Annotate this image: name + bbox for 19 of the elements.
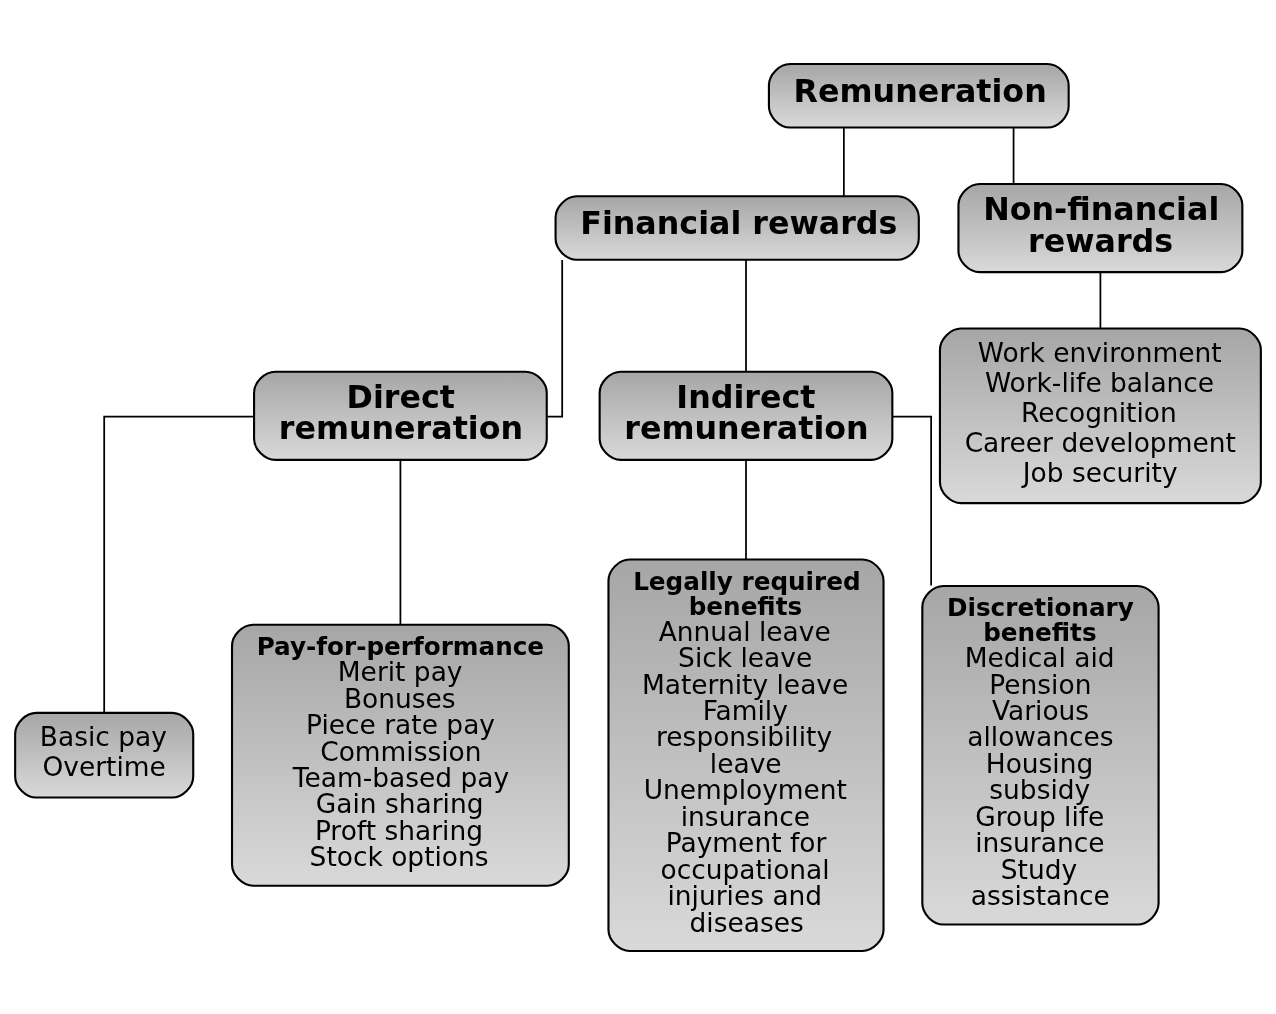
connector xyxy=(546,258,564,418)
connector xyxy=(745,458,747,560)
connector xyxy=(745,258,747,372)
node-box: Indirect remuneration xyxy=(598,370,894,461)
node-box: Remuneration xyxy=(767,62,1070,129)
node-box: Pay-for-performance Merit pay Bonuses Piece rate pay Commission Team-based pay Gain sharing Proft sharing Stock options xyxy=(230,623,570,887)
connector xyxy=(399,458,402,625)
connector xyxy=(842,126,845,197)
node-box: Direct remuneration xyxy=(253,370,548,461)
node-box: Financial rewards xyxy=(554,194,920,261)
connector xyxy=(103,415,255,713)
connector xyxy=(1099,271,1102,329)
node-box: Non-financial rewards xyxy=(957,182,1244,273)
node-box: Legally required benefits Annual leave Sick leave Maternity leave Family responsibility leave Unemployment insurance Payment for occupational injuries and diseases xyxy=(607,557,885,952)
node-box: Basic pay Overtime xyxy=(14,711,195,799)
connector xyxy=(1012,126,1015,185)
node-box: Work environment Work-life balance Recognition Career development Job security xyxy=(938,326,1262,504)
node-box: Discretionary benefits Medical aid Pension Various allowances Housing subsidy Group life insurance Study assistance xyxy=(921,584,1160,926)
connector xyxy=(891,415,932,586)
